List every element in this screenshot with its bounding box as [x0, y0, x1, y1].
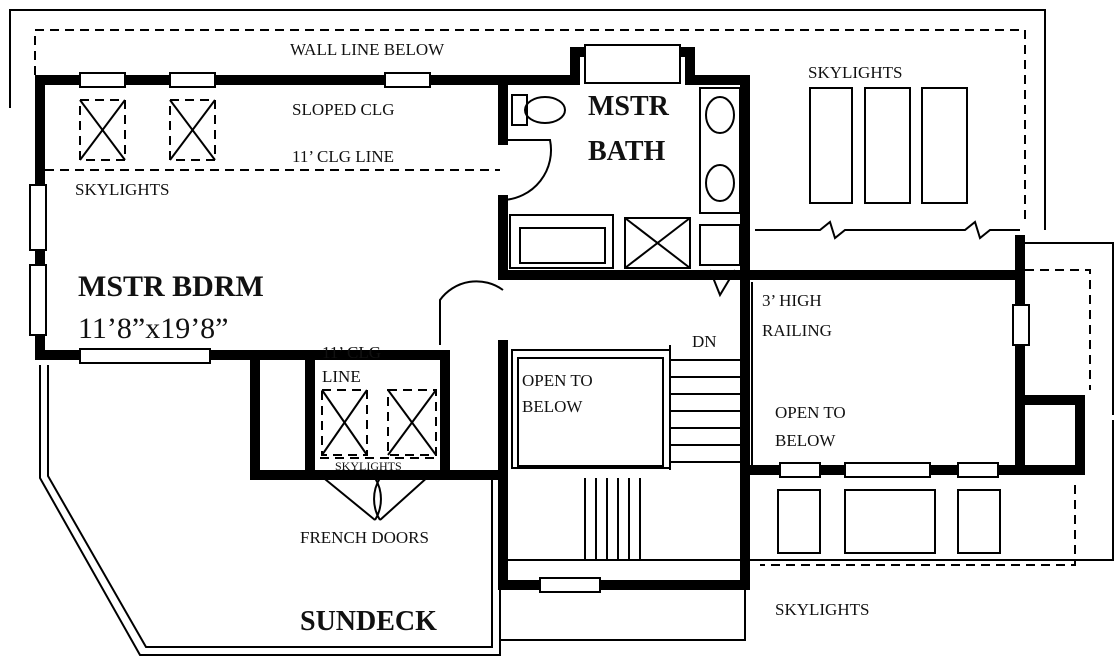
label-skylights-left: SKYLIGHTS [75, 180, 169, 199]
label-sloped-clg: SLOPED CLG [292, 100, 394, 119]
label-sundeck: SUNDECK [300, 606, 437, 637]
label-clg-line-mid-1: 11’ CLG [322, 343, 381, 362]
label-wall-line-below: WALL LINE BELOW [290, 40, 445, 59]
label-railing-1: 3’ HIGH [762, 291, 822, 310]
label-railing-2: RAILING [762, 321, 832, 340]
sundeck-outline [39, 365, 501, 656]
wall-line-below [34, 29, 1091, 566]
label-clg-line-top: 11’ CLG LINE [292, 147, 394, 166]
label-mstr-bath-2: BATH [588, 136, 665, 167]
skylights-mid [320, 389, 440, 459]
label-open-to-below-left-1: OPEN TO [522, 371, 593, 390]
label-clg-line-mid-2: LINE [322, 367, 361, 386]
skylights-top-right [755, 87, 1020, 240]
stairs-lower [503, 478, 745, 561]
label-french-doors: FRENCH DOORS [300, 528, 429, 547]
bath-fixtures [502, 87, 741, 298]
french-doors [319, 474, 431, 521]
label-open-to-below-right-2: BELOW [775, 431, 836, 450]
windows [29, 44, 1030, 593]
label-open-to-below-right-1: OPEN TO [775, 403, 846, 422]
skylights-bedroom [45, 99, 500, 171]
exterior-walls [35, 47, 1085, 590]
label-skylights-top-right: SKYLIGHTS [808, 63, 902, 82]
label-skylights-bottom: SKYLIGHTS [775, 600, 869, 619]
label-mstr-bdrm: MSTR BDRM [78, 270, 264, 303]
label-dn: DN [692, 332, 717, 351]
hall-door [439, 280, 504, 345]
label-mstr-bath-1: MSTR [588, 91, 670, 122]
skylights-bottom-right [777, 489, 1001, 554]
stairs-upper [511, 345, 742, 470]
label-skylights-small: SKYLIGHTS [335, 459, 402, 473]
label-mstr-bdrm-size: 11’8”x19’8” [78, 312, 229, 345]
label-open-to-below-left-2: BELOW [522, 397, 583, 416]
